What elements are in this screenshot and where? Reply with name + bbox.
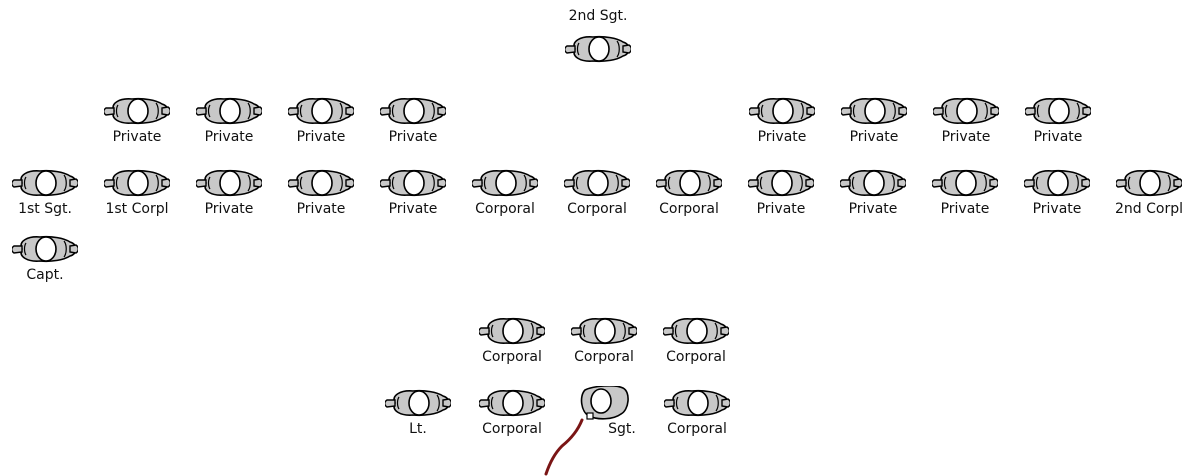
soldier: Sgt.: [559, 386, 649, 448]
soldier-icon: [933, 94, 999, 128]
soldier-label: Corporal: [475, 201, 535, 217]
soldier-icon: [565, 32, 631, 66]
soldier: 1st Corpl: [92, 166, 182, 228]
soldier-label: Private: [112, 129, 162, 145]
soldier-icon: [288, 166, 354, 200]
soldier-label: Private: [388, 129, 438, 145]
soldier-label: Corporal: [574, 349, 634, 365]
soldier-label: Private: [204, 201, 254, 217]
color-bearer-icon: [571, 386, 637, 420]
soldier-icon: [196, 94, 262, 128]
soldier-label: Sgt.: [608, 421, 636, 437]
soldier-icon: [1024, 166, 1090, 200]
soldier: Private: [276, 94, 366, 156]
soldier-label: Private: [940, 201, 990, 217]
soldier: Corporal: [467, 314, 557, 376]
soldier-icon: [479, 314, 545, 348]
soldier: Corporal: [559, 314, 649, 376]
soldier-label: 1st Corpl: [105, 201, 169, 217]
soldier-label: Private: [757, 129, 807, 145]
soldier-label: Corporal: [659, 201, 719, 217]
soldier: Private: [276, 166, 366, 228]
soldier: Private: [1012, 166, 1102, 228]
soldier: Corporal: [651, 314, 741, 376]
soldier-icon: [564, 166, 630, 200]
soldier-label: Corporal: [482, 349, 542, 365]
soldier-label: Private: [1033, 129, 1083, 145]
soldier-label: 2nd Corpl: [1115, 201, 1183, 217]
soldier: Private: [184, 166, 274, 228]
soldier: Private: [921, 94, 1011, 156]
soldier-label: Capt.: [26, 267, 64, 283]
soldier-icon: [571, 314, 637, 348]
soldier-icon: [1116, 166, 1182, 200]
soldier-label: Private: [296, 201, 346, 217]
soldier-captain: Capt.: [0, 232, 90, 294]
soldier-icon: [749, 94, 815, 128]
soldier: Lt.: [373, 386, 463, 448]
soldier-icon: [663, 314, 729, 348]
soldier: Corporal: [460, 166, 550, 228]
soldier: 1st Sgt.: [0, 166, 90, 228]
soldier-icon: [841, 94, 907, 128]
soldier-icon: [656, 166, 722, 200]
soldier-label: Corporal: [667, 421, 727, 437]
soldier-icon: [1025, 94, 1091, 128]
soldier: Private: [736, 166, 826, 228]
soldier: Corporal: [644, 166, 734, 228]
soldier-label: Private: [941, 129, 991, 145]
soldier-icon: [664, 386, 730, 420]
soldier-label: Private: [296, 129, 346, 145]
soldier-icon: [104, 94, 170, 128]
soldier-icon: [12, 166, 78, 200]
soldier-label: Private: [204, 129, 254, 145]
soldier-icon: [12, 232, 78, 266]
soldier-label: Corporal: [567, 201, 627, 217]
soldier-icon: [385, 386, 451, 420]
soldier-label: Private: [848, 201, 898, 217]
soldier-label: Private: [388, 201, 438, 217]
soldier-icon: [196, 166, 262, 200]
soldier: Private: [184, 94, 274, 156]
soldier: Private: [368, 94, 458, 156]
soldier: Private: [737, 94, 827, 156]
soldier-label: Lt.: [409, 421, 427, 437]
soldier: 2nd Corpl: [1104, 166, 1194, 228]
sword-icon: [544, 418, 584, 476]
soldier: Private: [368, 166, 458, 228]
soldier-label: Private: [756, 201, 806, 217]
soldier: Corporal: [467, 386, 557, 448]
soldier-icon: [479, 386, 545, 420]
soldier: Private: [920, 166, 1010, 228]
soldier-label: Private: [849, 129, 899, 145]
soldier: Private: [1013, 94, 1103, 156]
soldier-label: 1st Sgt.: [18, 201, 72, 217]
soldier: Private: [829, 94, 919, 156]
soldier-2nd-sgt: 2nd Sgt.: [553, 8, 643, 92]
soldier-label: Corporal: [666, 349, 726, 365]
soldier-label: Private: [1032, 201, 1082, 217]
soldier-icon: [288, 94, 354, 128]
soldier: Private: [92, 94, 182, 156]
soldier-icon: [840, 166, 906, 200]
soldier-label: 2nd Sgt.: [568, 8, 628, 24]
soldier-icon: [472, 166, 538, 200]
soldier: Corporal: [652, 386, 742, 448]
soldier-label: Corporal: [482, 421, 542, 437]
soldier-icon: [104, 166, 170, 200]
soldier: Corporal: [552, 166, 642, 228]
soldier-icon: [380, 166, 446, 200]
soldier-icon: [932, 166, 998, 200]
soldier-icon: [748, 166, 814, 200]
soldier-icon: [380, 94, 446, 128]
soldier: Private: [828, 166, 918, 228]
